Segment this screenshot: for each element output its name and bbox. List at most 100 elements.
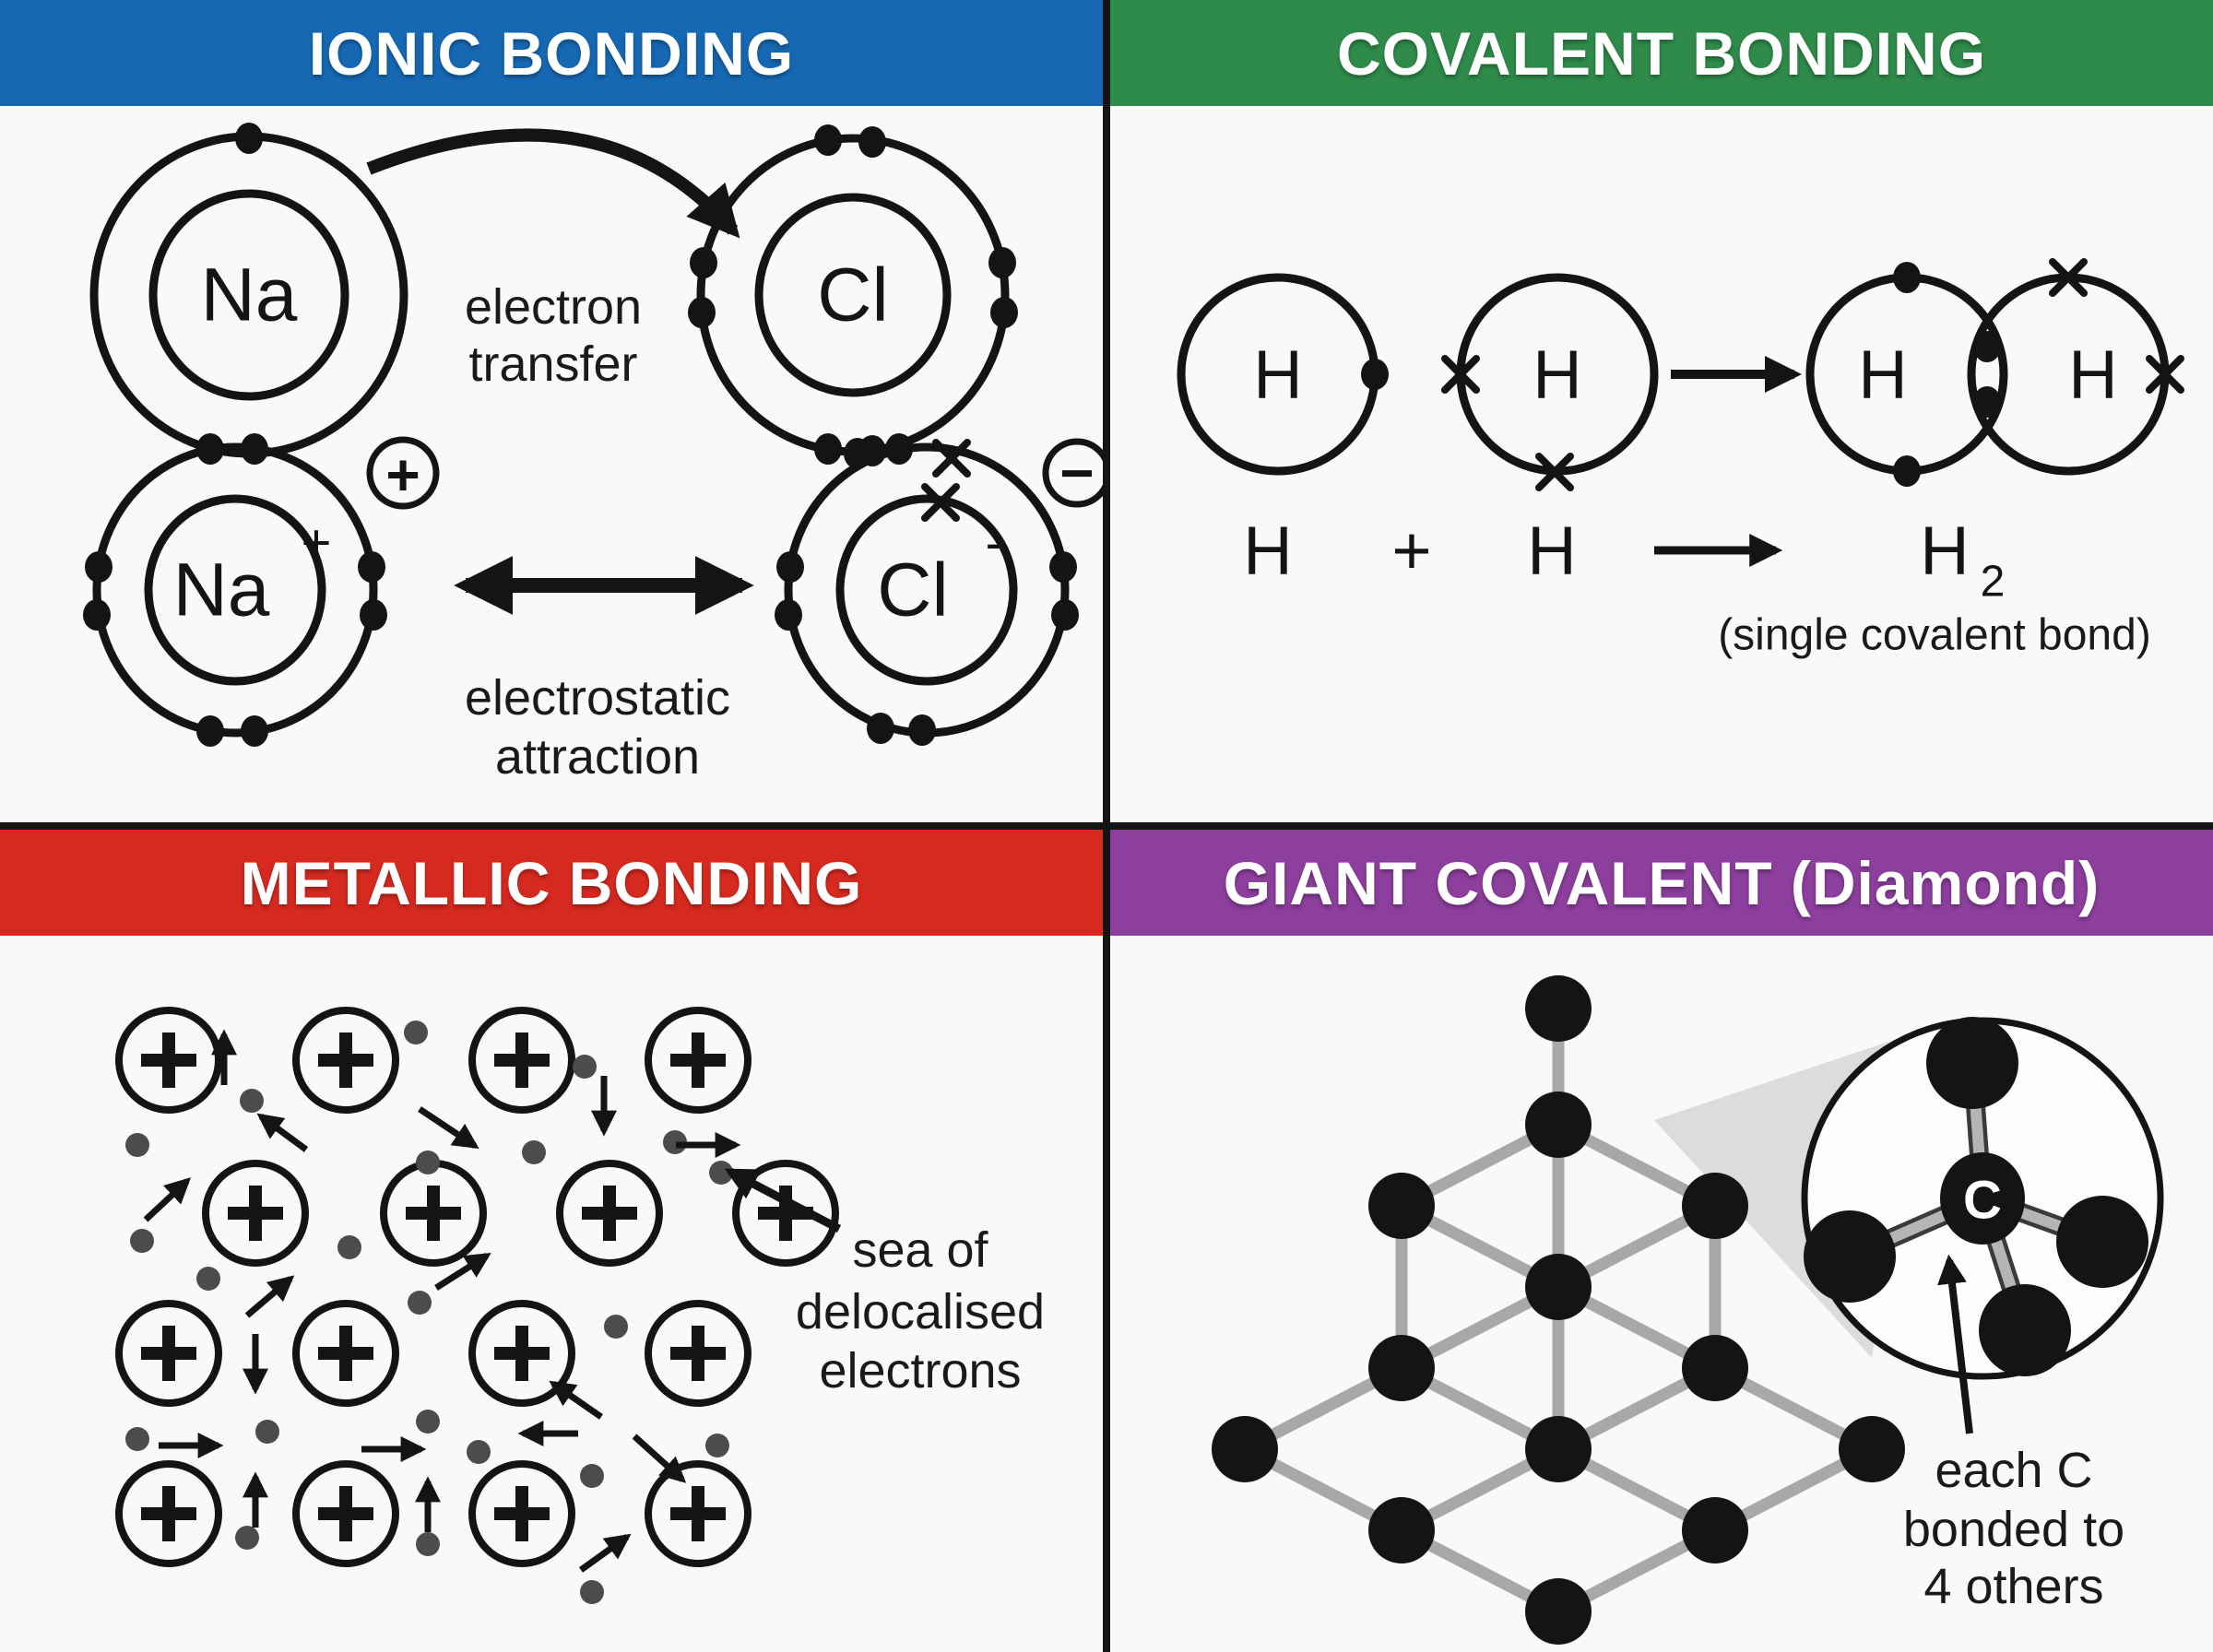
minus-badge	[1042, 438, 1103, 508]
attraction-label: attraction	[495, 729, 700, 785]
carbon-atom	[1368, 1173, 1435, 1239]
metal-ion	[648, 1464, 748, 1564]
transfer-label: electron	[465, 279, 642, 335]
sodium-ion: Na + +	[83, 433, 440, 747]
carbon-pointer-arrow	[1937, 1254, 1973, 1434]
equation-h1: H	[1243, 513, 1292, 589]
giant-covalent-panel: GIANT COVALENT (Diamond)	[1110, 830, 2213, 1652]
sodium-atom: Na	[89, 123, 408, 458]
carbon-atom	[1368, 1497, 1435, 1564]
plus-badge-symbol: +	[385, 442, 420, 508]
hydrogen-label: H	[1533, 336, 1581, 413]
electron-dot	[814, 124, 842, 156]
electron-dot	[196, 715, 224, 747]
carbon-atom	[1212, 1416, 1278, 1482]
giant-covalent-header: GIANT COVALENT (Diamond)	[1110, 830, 2213, 936]
electron-dot	[83, 599, 111, 631]
metallic-panel: METALLIC BONDING	[0, 830, 1103, 1652]
carbon-atom	[2056, 1196, 2148, 1288]
transfer-label: transfer	[468, 336, 637, 392]
central-carbon-atom	[1940, 1152, 2025, 1245]
covalent-panel: COVALENT BONDING H H	[1110, 0, 2213, 822]
metal-ion	[648, 1304, 748, 1403]
hydrogen-label: H	[1253, 336, 1302, 413]
carbon-atom	[1979, 1284, 2071, 1376]
metal-ion	[119, 1304, 219, 1403]
diamond-caption: bonded to	[1903, 1502, 2124, 1557]
sodium-label: Na	[201, 254, 298, 337]
carbon-atom	[1926, 1017, 2018, 1109]
electron-dot	[814, 433, 842, 465]
covalent-title: COVALENT BONDING	[1336, 18, 1987, 88]
carbon-atom	[1525, 1254, 1592, 1320]
carbon-atom	[1839, 1416, 1905, 1482]
chloride-ion-charge: -	[986, 513, 1003, 572]
electron-dot	[775, 599, 802, 631]
metallic-header: METALLIC BONDING	[0, 830, 1103, 936]
electron-dot	[1049, 551, 1077, 583]
electron-dot	[688, 297, 716, 328]
ionic-header: IONIC BONDING	[0, 0, 1103, 106]
shared-electron-dot	[1973, 331, 2001, 362]
central-carbon-label: C	[1963, 1171, 2002, 1231]
electron-dot	[908, 714, 936, 746]
metal-ion	[296, 1010, 396, 1110]
sea-label-arrow	[724, 1168, 842, 1233]
metallic-diagram: sea of delocalised electrons	[0, 936, 1045, 1604]
metal-ion	[296, 1464, 396, 1564]
carbon-atom	[1804, 1210, 1896, 1303]
carbon-atom	[1682, 1335, 1748, 1401]
ionic-title: IONIC BONDING	[308, 18, 795, 88]
metal-ion	[296, 1304, 396, 1403]
electron-dot	[360, 599, 387, 631]
carbon-atom	[1682, 1497, 1748, 1564]
electron-dot	[776, 551, 804, 583]
chlorine-label: Cl	[817, 254, 888, 337]
electron-dot	[1893, 262, 1921, 293]
metal-ion-lattice	[119, 1010, 835, 1564]
covalent-diagram: H H H H	[1177, 106, 2213, 660]
diamond-diagram: C each C bonded to 4 others	[1212, 975, 2164, 1645]
sea-label: delocalised	[796, 1284, 1045, 1339]
hydrogen-label: H	[2068, 336, 2117, 413]
electron-dot	[241, 433, 268, 465]
sea-label: electrons	[819, 1343, 1021, 1398]
chloride-ion: Cl - −	[775, 433, 1103, 746]
minus-badge-symbol: −	[1059, 440, 1094, 506]
magnified-inset: C	[1801, 1017, 2164, 1380]
electron-dot	[867, 713, 894, 744]
electron-transfer-arrow	[366, 128, 740, 239]
electron-dot	[358, 551, 385, 583]
electron-dot	[235, 123, 263, 154]
covalent-header: COVALENT BONDING	[1110, 0, 2213, 106]
hydrogen-atom-1: H	[1177, 273, 1389, 476]
diamond-caption: each C	[1935, 1443, 2092, 1498]
giant-covalent-title: GIANT COVALENT (Diamond)	[1223, 848, 2101, 917]
equation-h2: H	[1527, 513, 1576, 589]
diamond-caption: 4 others	[1923, 1559, 2103, 1614]
metal-ion	[560, 1163, 659, 1263]
metal-ion	[206, 1163, 305, 1263]
electron-dot	[1051, 599, 1079, 631]
electron-dot	[1893, 455, 1921, 487]
sodium-ion-charge: +	[302, 513, 332, 572]
plus-badge	[366, 436, 440, 510]
hydrogen-atom-2: H	[1445, 273, 1659, 488]
attraction-label: electrostatic	[465, 670, 730, 726]
chloride-ion-label: Cl	[877, 549, 948, 632]
carbon-atom	[1368, 1335, 1435, 1401]
equation-product: H	[1920, 513, 1969, 589]
electron-dot	[885, 433, 913, 465]
electron-dot	[85, 551, 112, 583]
electron-dot	[858, 126, 886, 158]
hydrogen-molecule: H H	[1805, 262, 2181, 487]
electron-dot	[1361, 359, 1389, 390]
covalent-caption: (single covalent bond)	[1718, 611, 2151, 660]
electron-dot	[196, 433, 224, 465]
carbon-atom	[1525, 1416, 1592, 1482]
hydrogen-label: H	[1858, 336, 1907, 413]
electron-dot	[241, 715, 268, 747]
sea-label: sea of	[852, 1222, 988, 1278]
electron-dot	[990, 297, 1018, 328]
metal-ion	[648, 1010, 748, 1110]
